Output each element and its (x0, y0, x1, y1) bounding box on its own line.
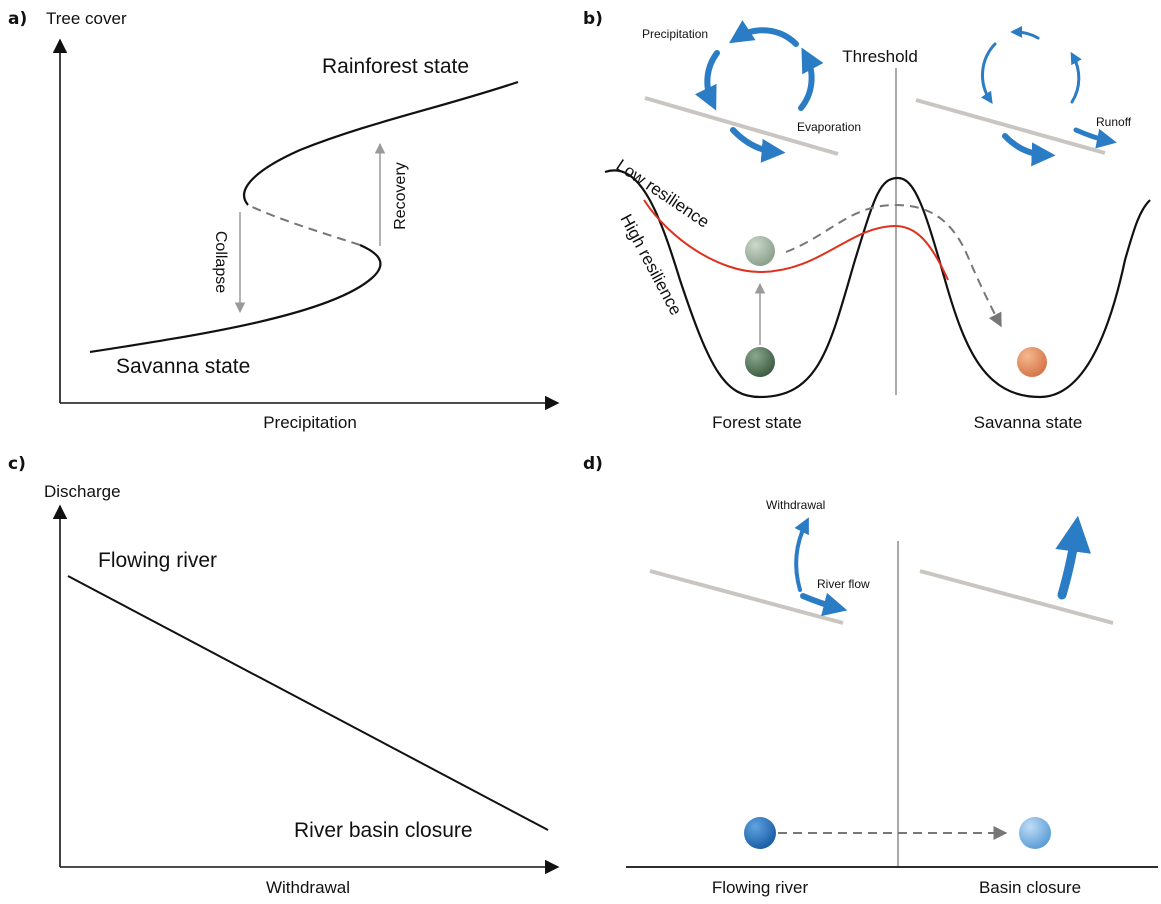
discharge-line (67, 575, 549, 831)
panel-d-right-ground-line (919, 569, 1114, 625)
withdrawal-label: Withdrawal (766, 498, 825, 512)
weak-cycle-bottom-icon (1002, 133, 1056, 167)
right-ground-line (915, 98, 1106, 155)
panel-b-savanna-state-label: Savanna state (974, 413, 1083, 432)
panel-a-savanna-state-label: Savanna state (116, 355, 250, 378)
left-ground-line (644, 96, 839, 156)
runoff-label: Runoff (1096, 115, 1132, 129)
panel-a: a) Tree cover Precipitation Collapse Rec… (8, 9, 560, 432)
weak-cycle-top-icon (1010, 25, 1040, 40)
runoff-arrow-icon (1073, 127, 1117, 149)
river-flow-arrow-icon (800, 592, 848, 617)
panel-d-left-ground-line (649, 569, 844, 625)
cycle-arrow-left-icon (694, 50, 720, 111)
panel-c-tag: c) (8, 454, 26, 474)
panel-c-y-axis-label: Discharge (44, 482, 121, 501)
cycle-arrow-top-icon (728, 20, 799, 47)
withdrawal-arrow-icon (794, 517, 809, 592)
panel-d: d) Withdrawal River flow Flowing river B… (583, 454, 1158, 897)
savanna-branch-curve (89, 243, 382, 354)
flowing-river-label: Flowing river (98, 549, 217, 572)
high-resilience-curve (604, 169, 1151, 399)
panel-a-tag: a) (8, 9, 27, 29)
low-resilience-curve (643, 199, 949, 281)
rainforest-branch-curve (243, 80, 519, 206)
threshold-label: Threshold (842, 47, 918, 66)
forest-state-label: Forest state (712, 413, 802, 432)
large-withdrawal-arrow-icon (1055, 515, 1091, 600)
unstable-branch-curve (247, 204, 361, 246)
cycle-arrow-bottom-icon (730, 127, 786, 163)
panel-c-x-axis-label: Withdrawal (266, 878, 350, 897)
right-water-cycle (981, 25, 1117, 167)
collapse-label: Collapse (212, 231, 229, 293)
panel-b: b) Threshold Precipitation Evaporation R… (583, 9, 1151, 432)
river-basin-closure-label: River basin closure (294, 819, 473, 842)
basin-closure-label: Basin closure (979, 878, 1081, 897)
weak-cycle-left-icon (981, 42, 997, 105)
tipping-path-arrow (785, 203, 1002, 328)
panel-c: c) Discharge Withdrawal Flowing river Ri… (8, 454, 560, 897)
panel-d-tag: d) (583, 454, 603, 474)
panel-b-tag: b) (583, 9, 603, 29)
savanna-ball (1017, 347, 1047, 377)
rainforest-state-label: Rainforest state (322, 55, 469, 78)
cycle-arrow-right-icon (798, 47, 824, 111)
panel-d-flowing-river-label: Flowing river (712, 878, 809, 897)
left-water-cycle (694, 20, 824, 163)
forest-ball (745, 347, 775, 377)
weak-cycle-right-icon (1070, 51, 1082, 104)
evaporation-label: Evaporation (797, 120, 861, 134)
panel-d-flows (794, 515, 1091, 617)
river-flow-label: River flow (817, 577, 870, 591)
panel-a-y-axis-label: Tree cover (46, 9, 127, 28)
panel-a-x-axis-label: Precipitation (263, 413, 357, 432)
basin-closure-ball (1019, 817, 1051, 849)
destabilised-forest-ball (745, 236, 775, 266)
flowing-river-ball (744, 817, 776, 849)
recovery-label: Recovery (392, 162, 409, 230)
precipitation-label: Precipitation (642, 27, 708, 41)
